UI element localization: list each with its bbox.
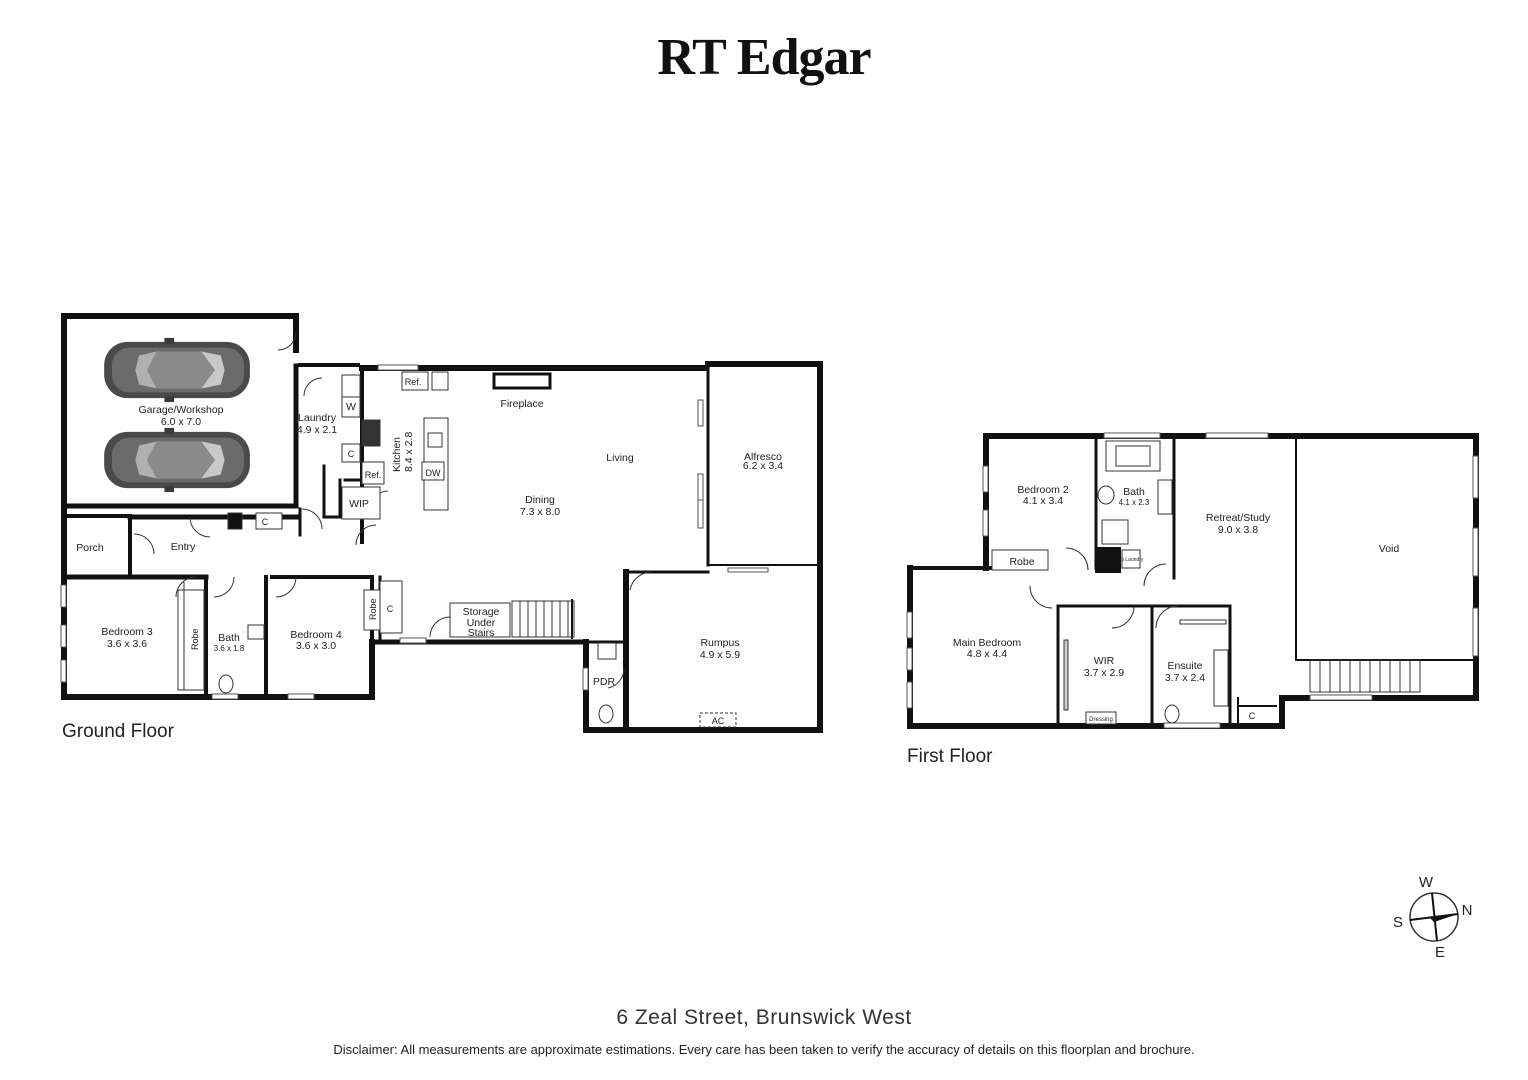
car-icon	[104, 427, 250, 493]
property-address: 6 Zeal Street, Brunswick West	[616, 1006, 912, 1029]
room-size-dining: 7.3 x 8.0	[520, 506, 560, 518]
room-name-bath-first: Bath	[1123, 486, 1145, 498]
car-icon	[104, 337, 250, 403]
label-c-hall: C	[387, 604, 394, 614]
room-size-kitchen: 8.4 x 2.8	[403, 432, 415, 472]
ground-stairs	[511, 600, 575, 638]
floor-label-first: First Floor	[907, 746, 993, 767]
label-robe-bed2: Robe	[1009, 556, 1034, 568]
room-name-living: Living	[606, 452, 634, 464]
label-storage-2: Under	[467, 617, 496, 629]
room-name-retreat: Retreat/Study	[1206, 512, 1271, 524]
room-size-laundry: 4.9 x 2.1	[297, 424, 337, 436]
label-wip: WIP	[349, 498, 369, 510]
disclaimer-text: Disclaimer: All measurements are approxi…	[333, 1042, 1195, 1057]
compass-west: W	[1419, 874, 1434, 891]
brand-logo: RT Edgar	[657, 29, 871, 86]
room-size-bath-first: 4.1 x 2.3	[1119, 498, 1150, 507]
label-robe-bed3: Robe	[190, 628, 200, 650]
first-stairs	[1309, 659, 1421, 693]
compass-south: S	[1393, 914, 1403, 931]
room-name-alfresco: Alfresco	[744, 451, 782, 463]
label-c-first: C	[1249, 711, 1256, 721]
label-robe-bed4: Robe	[368, 598, 378, 620]
room-size-garage: 6.0 x 7.0	[161, 416, 201, 428]
room-size-retreat: 9.0 x 3.8	[1218, 524, 1258, 536]
label-ref-2: Ref.	[365, 470, 382, 480]
compass-east: E	[1435, 944, 1445, 961]
room-size-bath-ground: 3.6 x 1.8	[214, 644, 245, 653]
room-name-ensuite: Ensuite	[1167, 660, 1202, 672]
room-name-bedroom2: Bedroom 2	[1017, 484, 1069, 496]
compass-north: N	[1462, 902, 1473, 919]
room-name-main-bedroom: Main Bedroom	[953, 637, 1022, 649]
room-size-bedroom4: 3.6 x 3.0	[296, 640, 336, 652]
floor-plan: Garage/Workshop 6.0 x 7.0 Laundry 4.9 x …	[60, 313, 1479, 961]
room-name-bath-ground: Bath	[218, 632, 240, 644]
room-size-wir: 3.7 x 2.9	[1084, 667, 1124, 679]
room-name-bedroom3: Bedroom 3	[101, 626, 153, 638]
room-name-rumpus: Rumpus	[700, 637, 739, 649]
room-size-main-bedroom: 4.8 x 4.4	[967, 648, 1007, 660]
room-name-entry: Entry	[171, 541, 196, 553]
room-name-bedroom4: Bedroom 4	[290, 629, 342, 641]
room-name-garage: Garage/Workshop	[138, 404, 223, 416]
label-w: W	[346, 401, 356, 413]
room-size-ensuite: 3.7 x 2.4	[1165, 672, 1205, 684]
label-fireplace: Fireplace	[500, 398, 543, 410]
room-size-alfresco: 6.2 x 3.4	[743, 460, 783, 472]
room-size-bedroom2: 4.1 x 3.4	[1023, 495, 1063, 507]
label-ac: AC	[712, 716, 725, 726]
room-name-laundry: Laundry	[298, 412, 337, 424]
label-dressing: Dressing	[1089, 717, 1113, 723]
floor-label-ground: Ground Floor	[62, 721, 175, 742]
room-name-porch: Porch	[76, 542, 104, 554]
ground-floor-windows	[60, 364, 769, 700]
first-fixtures	[991, 440, 1229, 725]
room-name-dining: Dining	[525, 494, 555, 506]
room-size-rumpus: 4.9 x 5.9	[700, 649, 740, 661]
first-doors	[1029, 547, 1179, 629]
first-floor-windows	[906, 432, 1479, 729]
compass-icon	[1409, 892, 1459, 942]
label-pdr: PDR	[593, 676, 616, 688]
label-to-laundry: To Laundry	[1119, 557, 1144, 563]
label-dw: DW	[426, 468, 441, 478]
label-storage-1: Storage	[463, 606, 500, 618]
room-name-void: Void	[1379, 543, 1400, 555]
ground-doors	[133, 331, 653, 689]
label-c-laundry: C	[348, 449, 355, 459]
room-name-wir: WIR	[1094, 655, 1115, 667]
room-size-bedroom3: 3.6 x 3.6	[107, 638, 147, 650]
label-ref-1: Ref.	[405, 377, 422, 387]
label-c-entry: C	[262, 517, 269, 527]
label-storage-3: Stairs	[468, 627, 495, 639]
room-name-kitchen: Kitchen	[391, 437, 403, 472]
ground-fixtures	[177, 371, 737, 728]
